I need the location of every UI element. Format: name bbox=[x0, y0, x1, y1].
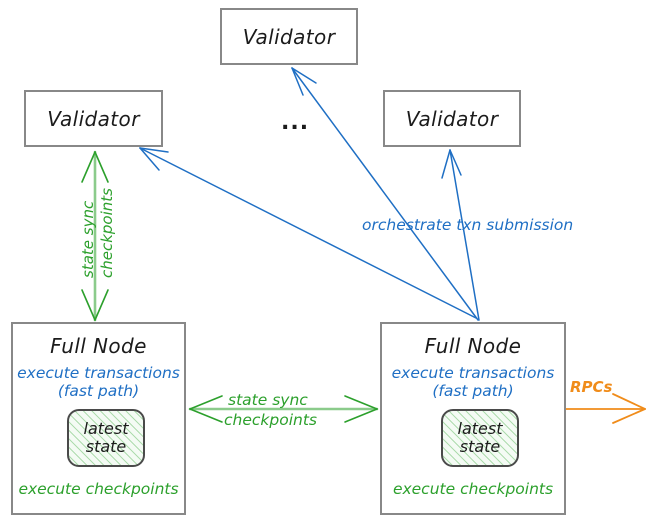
node-validator-top[interactable]: Validator bbox=[220, 8, 358, 65]
edge-label-state-sync-horizontal-line-1: state sync bbox=[228, 391, 308, 409]
fullnode-right-state-line-2: state bbox=[459, 437, 501, 456]
fullnode-right-title: Full Node bbox=[424, 334, 522, 358]
edge-label-rpcs: RPCs bbox=[570, 378, 613, 396]
validator-top-label: Validator bbox=[242, 24, 336, 49]
fullnode-right-latest-state[interactable]: latest state bbox=[441, 409, 519, 467]
validators-ellipsis: ... bbox=[281, 110, 310, 135]
edge-rpcs bbox=[561, 393, 646, 424]
edge-label-orchestrate: orchestrate txn submission bbox=[362, 216, 574, 234]
edge-label-state-sync-vertical-line-1: state sync bbox=[79, 200, 97, 278]
validator-right-label: Validator bbox=[405, 106, 499, 131]
node-validator-right[interactable]: Validator bbox=[383, 90, 521, 147]
fullnode-left-title: Full Node bbox=[50, 334, 147, 358]
fullnode-right-blue-line-1: execute transactions bbox=[391, 364, 555, 382]
fullnode-left-state-line-2: state bbox=[85, 437, 127, 456]
edge-label-state-sync-vertical-line-2: checkpoints bbox=[98, 188, 116, 278]
fullnode-left-state-line-1: latest bbox=[83, 419, 129, 439]
fullnode-left-blue-line-1: execute transactions bbox=[17, 364, 180, 382]
validator-left-label: Validator bbox=[47, 106, 140, 131]
node-fullnode-right[interactable]: Full Node execute transactions (fast pat… bbox=[380, 322, 566, 515]
edge-label-state-sync-horizontal-line-2: checkpoints bbox=[224, 411, 317, 429]
edge-orchestrate-to-validator-right bbox=[441, 149, 480, 321]
node-validator-left[interactable]: Validator bbox=[24, 90, 163, 147]
fullnode-right-blue-line-2: (fast path) bbox=[432, 381, 514, 400]
fullnode-left-blue-line-2: (fast path) bbox=[57, 381, 140, 400]
node-fullnode-left[interactable]: Full Node execute transactions (fast pat… bbox=[11, 322, 186, 515]
fullnode-left-green-line: execute checkpoints bbox=[18, 480, 179, 498]
fullnode-left-latest-state[interactable]: latest state bbox=[67, 409, 145, 467]
fullnode-right-green-line: execute checkpoints bbox=[392, 480, 554, 498]
fullnode-right-state-line-1: latest bbox=[457, 419, 503, 439]
